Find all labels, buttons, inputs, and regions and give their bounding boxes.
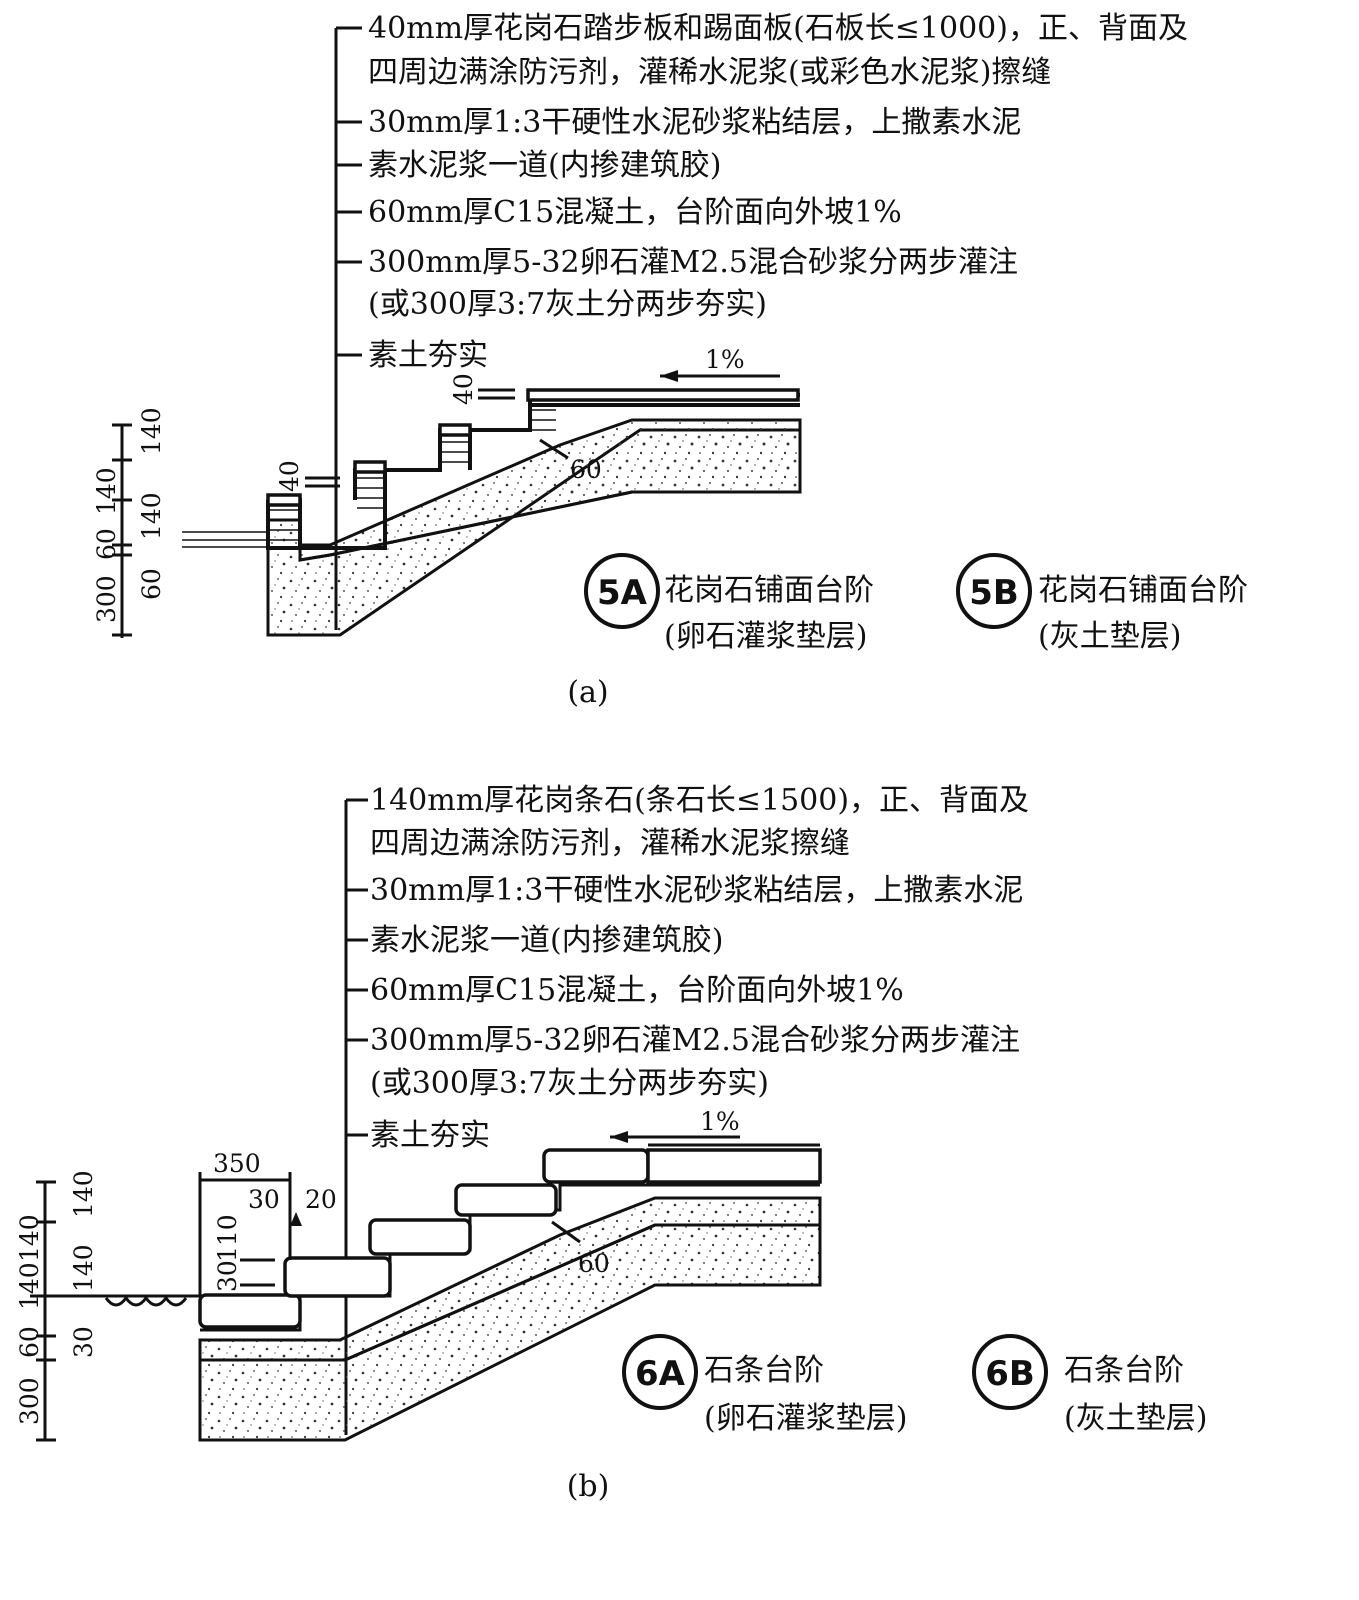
panel-a: 40mm厚花岗石踏步板和踢面板(石板长≤1000)，正、背面及 四周边满涂防污剂… [92,11,1248,710]
dim-20: 20 [305,1185,337,1214]
dim-110: 110 [213,1214,242,1262]
dim-inner-140: 140 [69,1244,98,1292]
dim-inner-140b: 140 [69,1170,98,1218]
sub-6b: (灰土垫层) [1064,1401,1207,1436]
caption-a: (a) [567,675,608,710]
badge-5a: 5A [584,553,660,629]
title-6a: 石条台阶 [704,1353,824,1388]
material-notes: 40mm厚花岗石踏步板和踢面板(石板长≤1000)，正、背面及 四周边满涂防污剂… [368,11,1188,373]
note-gravel-1: 300mm厚5-32卵石灌M2.5混合砂浆分两步灌注 [370,1023,1020,1058]
note-soil: 素土夯实 [370,1118,490,1153]
dim-inner-140: 140 [137,492,166,540]
note-gravel-2: (或300厚3:7灰土分两步夯实) [370,1066,769,1101]
stone-block [542,1148,650,1184]
tread-stone [266,493,302,507]
badge-5a-label: 5A [597,573,648,613]
dim-chain-a: 300 60 140 140 60 140 [92,407,166,638]
dim-outer-140: 140 [15,1262,44,1310]
sub-5b: (灰土垫层) [1038,619,1181,654]
note-stone-1: 40mm厚花岗石踏步板和踢面板(石板长≤1000)，正、背面及 [368,11,1188,46]
dim-30-top: 30 [248,1185,280,1214]
slope-label: 1% [705,345,745,374]
title-5a: 花岗石铺面台阶 [664,573,874,608]
dim-stone-low: 40 [275,460,304,492]
dim-stone-top: 40 [449,373,478,405]
note-slurry: 素水泥浆一道(内掺建筑胶) [370,923,723,958]
dim-outer-140: 140 [92,467,121,515]
dim-concrete: 60 [570,455,602,484]
soil-hatch [104,1295,188,1307]
title-5b: 花岗石铺面台阶 [1038,573,1248,608]
tread-stone [526,388,800,402]
concrete-layer [198,1196,822,1362]
sub-5a: (卵石灌浆垫层) [664,619,867,654]
sub-6a: (卵石灌浆垫层) [704,1401,907,1436]
material-notes: 140mm厚花岗条石(条石长≤1500)，正、背面及 四周边满涂防污剂，灌稀水泥… [370,783,1029,1153]
dim-inner-60: 60 [137,568,166,600]
title-6b: 石条台阶 [1064,1353,1184,1388]
note-concrete: 60mm厚C15混凝土，台阶面向外坡1% [368,195,902,230]
note-soil: 素土夯实 [368,338,488,373]
stair-section-b: 1% 60 350 30 20 110 30 [30,1107,822,1442]
note-gravel-2: (或300厚3:7灰土分两步夯实) [368,287,767,322]
slope-arrowhead [610,1131,628,1143]
dim-60-leader [539,438,569,460]
badge-5b: 5B [956,553,1032,629]
dim-width: 350 [213,1149,261,1178]
caption-b: (b) [567,1469,610,1504]
note-concrete: 60mm厚C15混凝土，台阶面向外坡1% [370,973,904,1008]
dim-arrow [290,1212,302,1226]
note-stone-1: 140mm厚花岗条石(条石长≤1500)，正、背面及 [370,783,1029,818]
leader-ticks [346,798,368,1137]
concrete-layer [298,418,802,562]
badge-6a-label: 6A [635,1354,686,1394]
dim-outer-300: 300 [15,1377,44,1425]
note-stone-2: 四周边满涂防污剂，灌稀水泥浆擦缝 [370,826,850,861]
leader-ticks [336,26,362,357]
dim-30-low: 30 [213,1260,242,1292]
stair-section-a: 1% 60 40 40 [182,345,802,637]
note-stone-2: 四周边满涂防污剂，灌稀水泥浆(或彩色水泥浆)擦缝 [368,55,1051,90]
note-gravel-1: 300mm厚5-32卵石灌M2.5混合砂浆分两步灌注 [368,245,1018,280]
stone-block [198,1293,302,1329]
dim-top-140: 140 [137,407,166,455]
dim-concrete: 60 [578,1249,610,1278]
note-mortar: 30mm厚1:3干硬性水泥砂浆粘结层，上撒素水泥 [370,873,1023,908]
stone-block [454,1183,558,1217]
panel-b: 140mm厚花岗条石(条石长≤1500)，正、背面及 四周边满涂防污剂，灌稀水泥… [15,783,1207,1504]
ground-line [182,531,268,548]
note-mortar: 30mm厚1:3干硬性水泥砂浆粘结层，上撒素水泥 [368,105,1021,140]
badge-5b-label: 5B [969,573,1019,613]
dim-outer-300: 300 [92,575,121,623]
stone-block [646,1148,822,1184]
dim-outer-60: 60 [15,1326,44,1358]
dim-chain-b: 300 60 140 140 30 140 140 [15,1170,98,1442]
dim-60-leader [551,1220,581,1244]
riser-hatch [270,409,556,541]
note-slurry: 素水泥浆一道(内掺建筑胶) [368,148,721,183]
dim-outer-140b: 140 [15,1214,44,1262]
badge-6b: 6B [972,1334,1048,1410]
slope-label: 1% [700,1107,740,1136]
stone-block [283,1256,392,1298]
badge-6b-label: 6B [985,1354,1035,1394]
badge-6a: 6A [622,1334,698,1410]
tread-stone [438,423,472,437]
dim-inner-30: 30 [69,1326,98,1358]
dim-outer-60: 60 [92,528,121,560]
stone-block [368,1218,472,1256]
tread-stone [353,460,387,474]
slope-arrowhead [660,370,678,382]
